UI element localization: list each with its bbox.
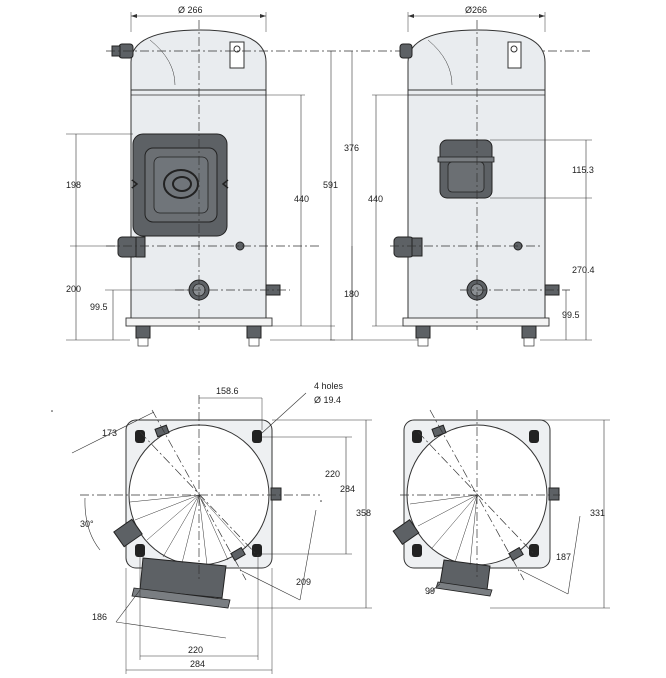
br-suction-fitting xyxy=(392,519,420,545)
bl-hole-3 xyxy=(135,544,145,557)
br-hole-1 xyxy=(412,430,422,443)
bl-dim-173: 173 xyxy=(102,428,117,438)
bl-dim-220-h: 220 xyxy=(188,645,203,655)
front-diameter-label: Ø 266 xyxy=(178,5,203,15)
side-dim-270-4: 270.4 xyxy=(572,265,595,275)
side-dim-180: 180 xyxy=(344,289,359,299)
bl-dim-284-v: 284 xyxy=(340,484,355,494)
bl-dim-220-v: 220 xyxy=(325,469,340,479)
bl-dim-186: 186 xyxy=(92,612,107,622)
front-dim-376: 376 xyxy=(344,143,359,153)
br-dim-99: 99 xyxy=(425,586,435,596)
bl-dim-284-h: 284 xyxy=(190,659,205,669)
front-dome xyxy=(130,29,267,91)
bottom-right-view: 331 187 99 xyxy=(392,409,610,609)
front-dim-200: 200 xyxy=(66,284,81,294)
br-dim-331: 331 xyxy=(590,508,605,518)
side-discharge-fitting xyxy=(399,43,413,59)
side-base-plate xyxy=(402,317,550,327)
side-dim-440: 440 xyxy=(368,194,383,204)
bl-dim-158-6: 158.6 xyxy=(216,386,239,396)
bl-dim-30deg: 30° xyxy=(80,519,94,529)
bl-hole-1 xyxy=(135,430,145,443)
front-dome-shade xyxy=(149,39,176,86)
bl-suction-fitting xyxy=(113,518,143,548)
front-suction-fitting xyxy=(117,236,139,258)
bl-hole-2 xyxy=(252,430,262,443)
front-dim-591: 591 xyxy=(323,180,338,190)
side-dim-115-3: 115.3 xyxy=(572,165,594,175)
front-dim-99-5: 99.5 xyxy=(90,302,108,312)
side-dome xyxy=(407,29,546,91)
side-suction-fitting xyxy=(393,236,415,258)
front-logo-swirl xyxy=(163,169,199,199)
bl-hole-4 xyxy=(252,544,262,557)
bl-holes-diameter: Ø 19.4 xyxy=(314,395,341,405)
bl-terminal-box xyxy=(139,557,227,599)
bl-dim-358: 358 xyxy=(356,508,371,518)
front-dim-198: 198 xyxy=(66,180,81,190)
bl-dim-209: 209 xyxy=(296,577,311,587)
side-diameter-label: Ø266 xyxy=(465,5,487,15)
br-hole-4 xyxy=(529,544,539,557)
bottom-left-view: 158.6 4 holes Ø 19.4 173 220 284 358 30°… xyxy=(71,381,372,674)
front-lifting-lug xyxy=(229,41,245,69)
side-dim-99-5: 99.5 xyxy=(562,310,580,320)
br-dim-187: 187 xyxy=(556,552,571,562)
front-dim-440: 440 xyxy=(294,194,309,204)
br-hole-2 xyxy=(529,430,539,443)
side-view: Ø266 440 180 115.3 270.4 99.5 xyxy=(344,5,595,347)
bl-holes-count: 4 holes xyxy=(314,381,344,391)
br-hole-3 xyxy=(412,544,422,557)
